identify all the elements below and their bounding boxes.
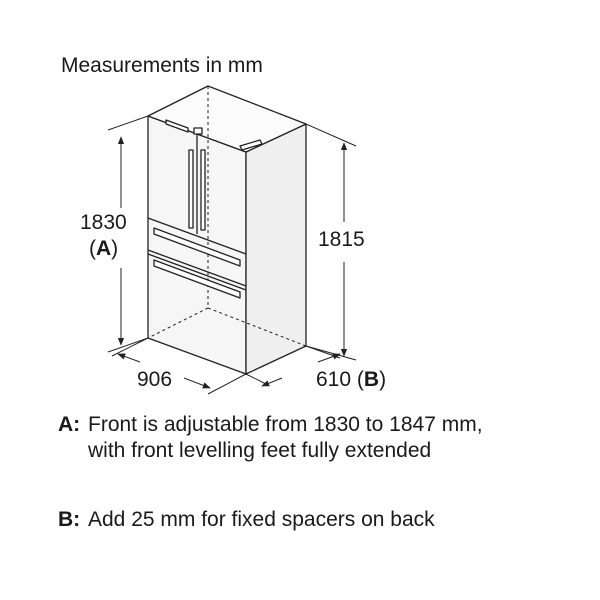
note-b: B: Add 25 mm for fixed spacers on back xyxy=(58,507,558,533)
note-b-key: B: xyxy=(58,508,81,531)
width-arrow-left xyxy=(117,353,141,363)
hidden-edges xyxy=(147,86,307,347)
height-left-ext-top xyxy=(107,115,149,131)
width-value: 906 xyxy=(137,368,173,391)
fridge-side-face xyxy=(245,123,307,375)
height-right-value: 1815 xyxy=(318,228,365,251)
hinge-right xyxy=(239,139,263,151)
handle-lower-drawer xyxy=(153,259,241,299)
height-left-ext-bottom xyxy=(107,337,149,353)
width-ext-right xyxy=(207,373,247,395)
depth-arrow-back xyxy=(317,353,341,363)
height-left-value: 1830 xyxy=(80,211,127,234)
depth-ext-front xyxy=(245,373,267,385)
drawer-upper-top xyxy=(147,217,247,255)
depth-key: B xyxy=(363,368,380,391)
drawer-lower-top xyxy=(147,253,247,291)
note-a: A: Front is adjustable from 1830 to 1847 … xyxy=(58,412,528,464)
fridge-drawing xyxy=(147,85,307,375)
depth-label: 610 (B) xyxy=(316,368,387,391)
height-right-ext-top xyxy=(305,123,357,147)
handle-upper-drawer xyxy=(153,227,241,267)
width-label: 906 xyxy=(137,368,172,392)
width-ext-left xyxy=(111,337,149,357)
dimension-lines xyxy=(107,115,357,395)
handle-right-door xyxy=(200,149,206,231)
note-a-text: Front is adjustable from 1830 to 1847 mm… xyxy=(88,413,483,462)
depth-arrow-front xyxy=(261,377,283,387)
height-left-key-label: (A) xyxy=(89,237,119,260)
height-right-label: 1815 xyxy=(318,228,365,252)
hinge-left xyxy=(165,119,189,133)
fridge-dimension-diagram xyxy=(107,85,357,395)
height-left-label: 1830 xyxy=(80,211,127,235)
note-a-key: A: xyxy=(58,413,81,436)
width-arrow-right xyxy=(183,377,211,389)
height-right-ext-bottom xyxy=(305,345,357,361)
drawer-upper-bottom xyxy=(147,249,247,287)
page-title: Measurements in mm xyxy=(61,54,263,77)
hinge-center xyxy=(193,127,203,135)
note-b-text: Add 25 mm for fixed spacers on back xyxy=(88,508,435,531)
height-left-key: A xyxy=(96,237,112,260)
depth-value: 610 xyxy=(316,368,352,391)
handle-left-door xyxy=(188,149,194,229)
